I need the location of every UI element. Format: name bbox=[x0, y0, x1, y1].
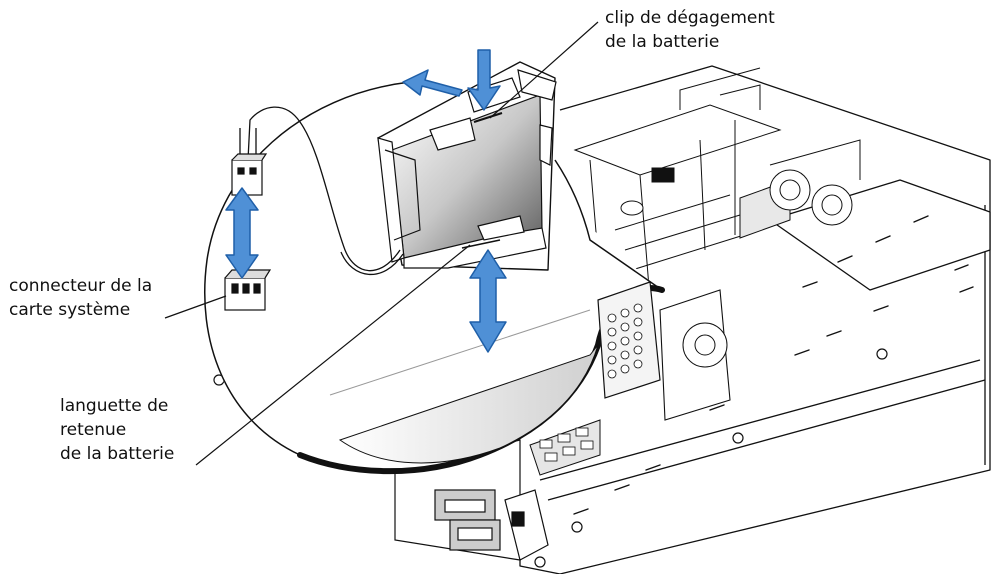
label-connector-line1: connecteur de la bbox=[9, 276, 153, 296]
label-release-clip: clip de dégagement de la batterie bbox=[605, 6, 775, 54]
chassis-screws bbox=[213, 348, 888, 568]
arrow-press-down-icon bbox=[467, 49, 501, 111]
label-retention-line2: retenue bbox=[60, 420, 127, 440]
arrow-pull-out-icon bbox=[402, 69, 463, 97]
leader-release-clip bbox=[489, 21, 599, 119]
label-system-board-connector: connecteur de la carte système bbox=[9, 274, 152, 322]
label-release-clip-line1: clip de dégagement bbox=[605, 8, 775, 28]
label-connector-line2: carte système bbox=[9, 300, 131, 320]
arrow-connect-double-icon bbox=[225, 187, 259, 279]
server-chassis bbox=[519, 65, 991, 574]
cable-plug bbox=[231, 153, 268, 196]
leader-retention-tab bbox=[195, 244, 471, 466]
system-board-connector bbox=[224, 269, 272, 311]
chassis-slots bbox=[573, 215, 974, 515]
leader-connector bbox=[164, 295, 227, 319]
arrow-tab-double-icon bbox=[469, 249, 507, 353]
label-release-clip-line2: de la batterie bbox=[605, 32, 720, 52]
label-battery-retention-tab: languette de retenue de la batterie bbox=[60, 394, 174, 466]
label-retention-line1: languette de bbox=[60, 396, 169, 416]
battery-assembly bbox=[377, 61, 557, 271]
callout-lines bbox=[164, 21, 599, 466]
label-retention-line3: de la batterie bbox=[60, 444, 175, 464]
